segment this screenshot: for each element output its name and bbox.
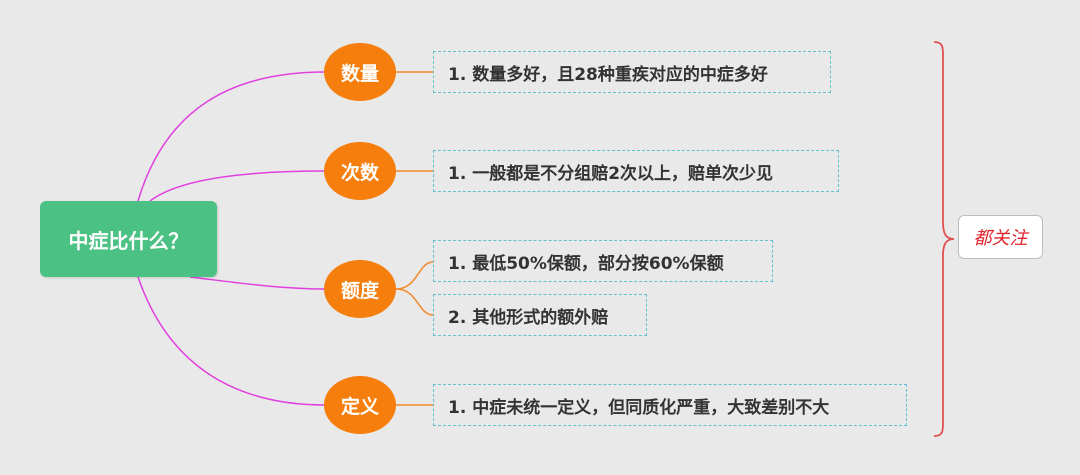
connector-root-to-shuliang — [137, 71, 326, 202]
branch-dingyi[interactable]: 定义 — [324, 376, 396, 434]
connector-edu-to-detail-1 — [395, 261, 434, 290]
connector-root-to-dingyi — [137, 276, 326, 406]
detail-dingyi-1[interactable]: 1. 中症未统一定义，但同质化严重，大致差别不大 — [433, 384, 907, 426]
summary-brace — [933, 41, 955, 437]
detail-edu-2[interactable]: 2. 其他形式的额外赔 — [433, 294, 647, 336]
detail-shuliang-1-text: 1. 数量多好，且28种重疾对应的中症多好 — [448, 64, 768, 85]
summary-label: 都关注 — [973, 228, 1028, 249]
branch-edu[interactable]: 额度 — [324, 260, 396, 318]
detail-dingyi-1-text: 1. 中症未统一定义，但同质化严重，大致差别不大 — [448, 397, 830, 418]
connector-edu-to-detail-2 — [395, 288, 434, 316]
branch-cishu-label: 次数 — [340, 161, 379, 184]
detail-cishu-1[interactable]: 1. 一般都是不分组赔2次以上，赔单次少见 — [433, 150, 839, 192]
connector-root-to-edu — [189, 276, 326, 290]
detail-cishu-1-text: 1. 一般都是不分组赔2次以上，赔单次少见 — [448, 163, 774, 184]
branch-shuliang-label: 数量 — [340, 62, 379, 85]
branch-edu-label: 额度 — [340, 279, 379, 302]
connector-root-to-cishu — [149, 170, 326, 202]
branch-shuliang[interactable]: 数量 — [324, 43, 396, 101]
detail-edu-2-text: 2. 其他形式的额外赔 — [448, 307, 609, 328]
detail-edu-1-text: 1. 最低50%保额，部分按60%保额 — [448, 253, 724, 274]
detail-edu-1[interactable]: 1. 最低50%保额，部分按60%保额 — [433, 240, 773, 282]
root-topic-label: 中症比什么？ — [68, 228, 189, 253]
summary-label-box[interactable]: 都关注 — [958, 215, 1043, 259]
branch-cishu[interactable]: 次数 — [324, 142, 396, 200]
branch-dingyi-label: 定义 — [340, 395, 379, 418]
root-topic[interactable]: 中症比什么？ — [40, 201, 217, 277]
detail-shuliang-1[interactable]: 1. 数量多好，且28种重疾对应的中症多好 — [433, 51, 831, 93]
